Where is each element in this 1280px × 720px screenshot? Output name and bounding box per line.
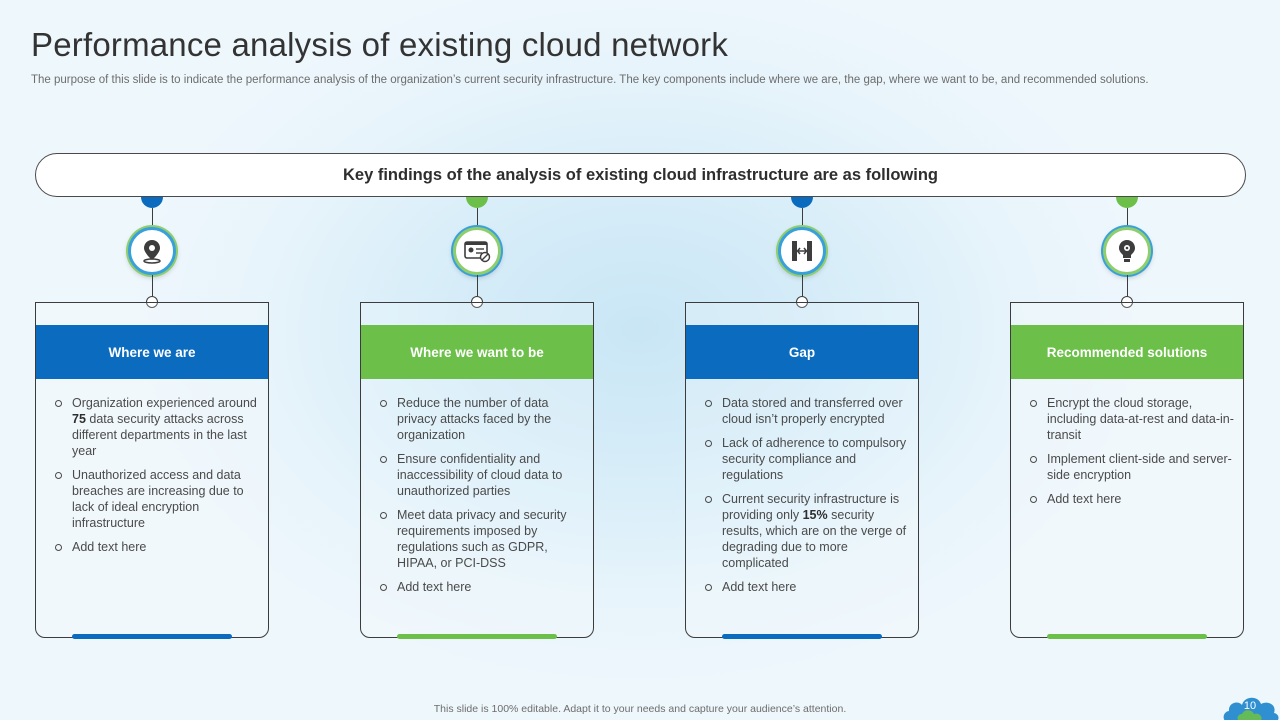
list-item: Data stored and transferred over cloud i… — [703, 395, 915, 427]
highlight-value: 75 — [72, 412, 86, 426]
list-item-text: Meet data privacy and security requireme… — [397, 508, 567, 570]
list-item-text: Encrypt the cloud storage, including dat… — [1047, 396, 1234, 442]
card-accent-bar — [1047, 634, 1207, 639]
cloud-icon — [1223, 697, 1279, 720]
list-item: Add text here — [53, 539, 265, 555]
connector-line — [802, 275, 803, 296]
key-findings-banner: Key findings of the analysis of existing… — [35, 153, 1246, 197]
list-item: Reduce the number of data privacy attack… — [378, 395, 590, 443]
bullet-list: Reduce the number of data privacy attack… — [378, 395, 590, 603]
list-item: Unauthorized access and data breaches ar… — [53, 467, 265, 531]
card-accent-bar — [397, 634, 557, 639]
connector-line — [1127, 208, 1128, 228]
list-item-text: Add text here — [1047, 492, 1122, 506]
bullet-list: Encrypt the cloud storage, including dat… — [1028, 395, 1240, 515]
card-accent-bar — [722, 634, 882, 639]
list-item: Add text here — [703, 579, 915, 595]
page-number: 10 — [1243, 700, 1257, 712]
list-item-text: Data stored and transferred over cloud i… — [722, 396, 903, 426]
connector-line — [477, 208, 478, 228]
list-item: Add text here — [1028, 491, 1240, 507]
list-item-text: Reduce the number of data privacy attack… — [397, 396, 552, 442]
connector-line — [152, 208, 153, 228]
list-item-text: Add text here — [397, 580, 472, 594]
connector-dot — [791, 197, 813, 208]
list-item: Add text here — [378, 579, 590, 595]
card-header: Where we want to be — [361, 325, 593, 379]
list-item: Lack of adherence to compulsory security… — [703, 435, 915, 483]
connector-line — [1127, 275, 1128, 296]
location-pin-icon — [128, 227, 176, 275]
slide-title: Performance analysis of existing cloud n… — [31, 26, 729, 63]
list-item-text: Current security infrastructure is provi… — [722, 492, 900, 522]
list-item: Ensure confidentiality and inaccessibili… — [378, 451, 590, 499]
gap-icon — [778, 227, 826, 275]
bullet-list: Data stored and transferred over cloud i… — [703, 395, 915, 603]
card-header: Recommended solutions — [1011, 325, 1243, 379]
list-item-text: Lack of adherence to compulsory security… — [722, 436, 907, 482]
list-item-text: Unauthorized access and data breaches ar… — [72, 468, 244, 530]
card-accent-bar — [72, 634, 232, 639]
connector-line — [477, 275, 478, 296]
list-item-text: data security attacks across different d… — [72, 412, 247, 458]
connector-dot — [1116, 197, 1138, 208]
card-header: Where we are — [36, 325, 268, 379]
list-item-text: Organization experienced around — [72, 396, 257, 410]
highlight-value: 15% — [802, 508, 828, 522]
list-item-text: Ensure confidentiality and inaccessibili… — [397, 452, 563, 498]
list-item-text: Implement client-side and server-side en… — [1047, 452, 1232, 482]
card-where-we-want-to-be: Where we want to be Reduce the number of … — [360, 302, 594, 639]
footer-note: This slide is 100% editable. Adapt it to… — [433, 703, 847, 715]
list-item: Current security infrastructure is provi… — [703, 491, 915, 571]
list-item: Implement client-side and server-side en… — [1028, 451, 1240, 483]
list-item-text: security results, which are on the verge… — [722, 508, 907, 570]
connector-line — [152, 275, 153, 296]
connector-dot — [466, 197, 488, 208]
id-card-icon — [453, 227, 501, 275]
list-item: Organization experienced around 75 data … — [53, 395, 265, 459]
slide-subtitle: The purpose of this slide is to indicate… — [31, 74, 1149, 86]
card-header: Gap — [686, 325, 918, 379]
lightbulb-gear-icon — [1103, 227, 1151, 275]
list-item: Encrypt the cloud storage, including dat… — [1028, 395, 1240, 443]
bullet-list: Organization experienced around 75 data … — [53, 395, 265, 563]
connector-line — [802, 208, 803, 228]
connector-dot — [141, 197, 163, 208]
list-item: Meet data privacy and security requireme… — [378, 507, 590, 571]
list-item-text: Add text here — [722, 580, 797, 594]
list-item-text: Add text here — [72, 540, 147, 554]
